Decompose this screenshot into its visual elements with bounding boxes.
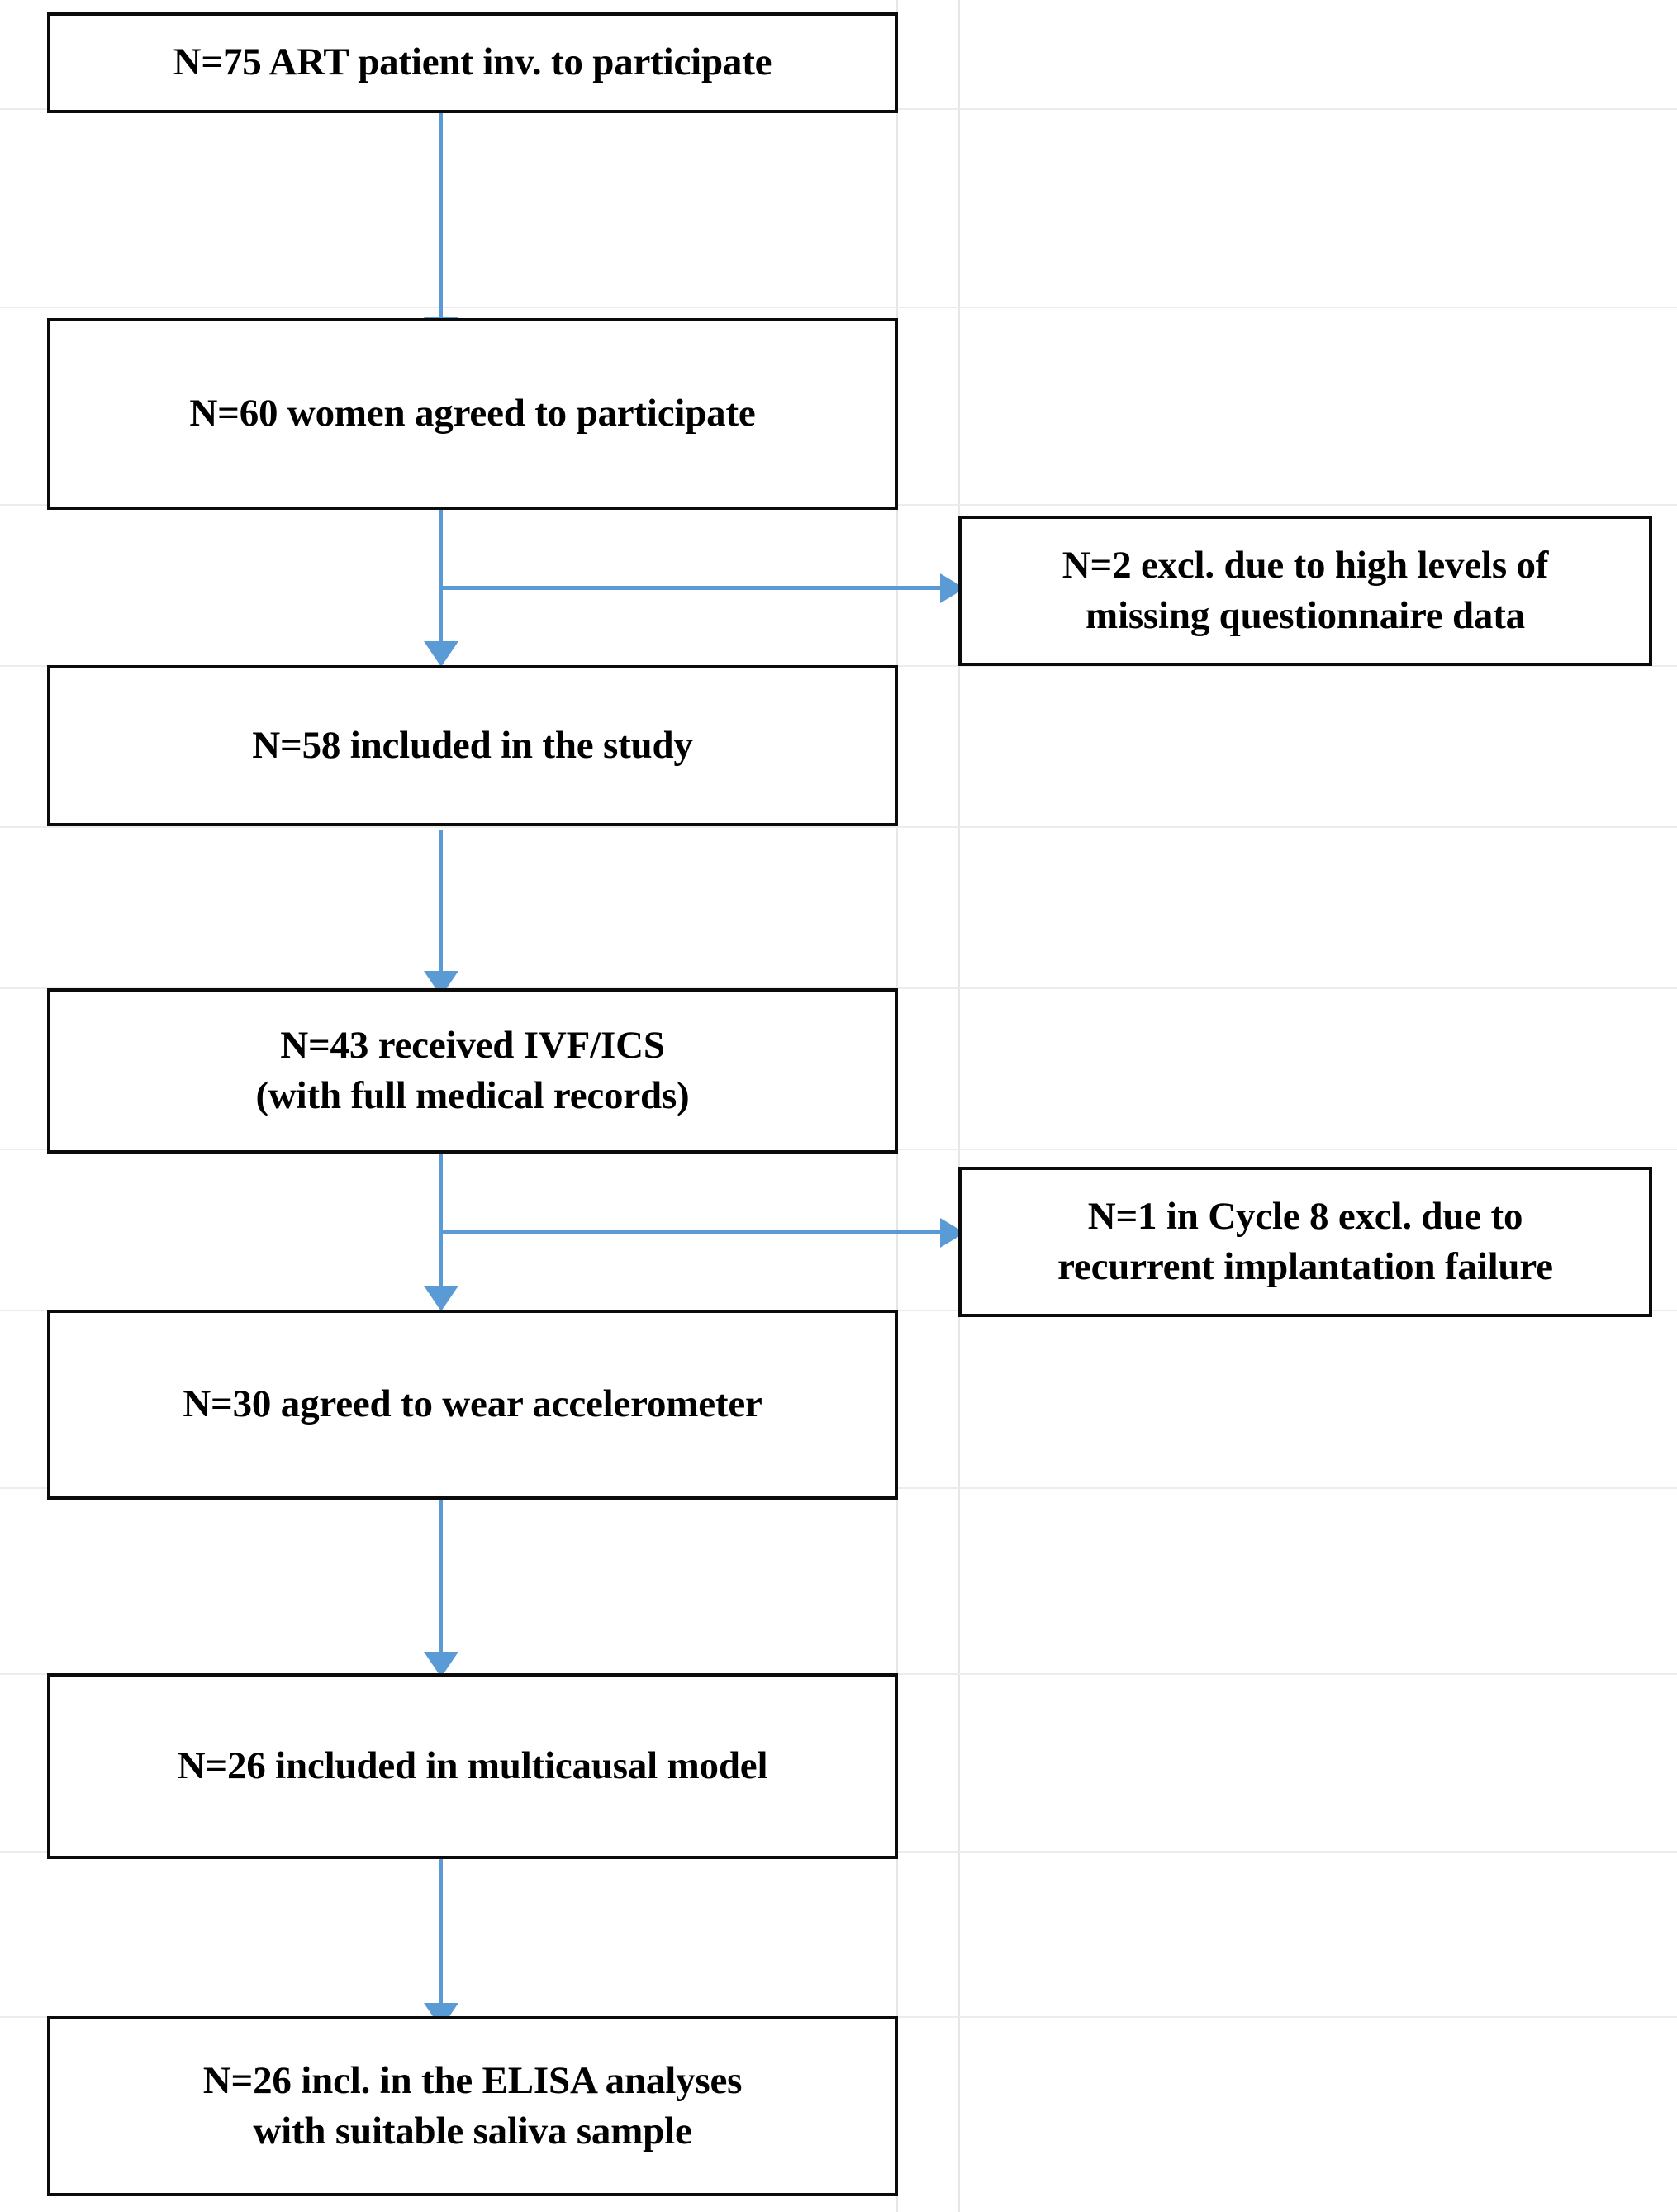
flow-node-n3[interactable]: N=58 included in the study <box>47 665 898 826</box>
flow-node-n6[interactable]: N=26 included in multicausal model <box>47 1673 898 1859</box>
flow-node-exclusion-x1-line1: N=2 excl. due to high levels of <box>1062 543 1549 587</box>
connector-n2-n3-line <box>439 508 443 657</box>
flow-node-n3-line1: N=58 included in the study <box>252 723 693 767</box>
connector-n5-n6-line <box>439 1496 443 1653</box>
flow-node-exclusion-x1-line2: missing questionnaire data <box>1086 594 1525 637</box>
flow-node-n4-line2: (with full medical records) <box>255 1074 690 1117</box>
gridline-vertical <box>958 0 960 2212</box>
gridline-horizontal <box>0 826 1677 828</box>
flow-node-n5-line1: N=30 agreed to wear accelerometer <box>183 1382 762 1426</box>
flow-node-n2-line1: N=60 women agreed to participate <box>189 392 756 435</box>
connector-n2-n3-arrowhead <box>424 641 458 667</box>
flow-node-n1-line1: N=75 ART patient inv. to participate <box>173 40 772 84</box>
flow-node-n1[interactable]: N=75 ART patient inv. to participate <box>47 12 898 113</box>
connector-n4-n5-arrowhead <box>424 1286 458 1311</box>
flow-node-n4[interactable]: N=43 received IVF/ICS (with full medical… <box>47 988 898 1154</box>
connector-n6-n7-line <box>439 1855 443 2008</box>
connector-n4-x2-line <box>439 1230 943 1234</box>
connector-n3-n4-line <box>439 830 443 971</box>
flow-node-exclusion-x2-line2: recurrent implantation failure <box>1057 1245 1553 1288</box>
connector-n4-n5-line <box>439 1153 443 1301</box>
flow-node-n5[interactable]: N=30 agreed to wear accelerometer <box>47 1310 898 1500</box>
gridline-horizontal <box>0 307 1677 308</box>
flow-node-n6-line1: N=26 included in multicausal model <box>177 1743 768 1787</box>
flow-node-n7-line2: with suitable saliva sample <box>253 2110 692 2153</box>
connector-n1-n2-line <box>439 111 443 317</box>
flow-node-exclusion-x1[interactable]: N=2 excl. due to high levels of missing … <box>958 516 1652 666</box>
flow-node-n7[interactable]: N=26 incl. in the ELISA analyses with su… <box>47 2016 898 2196</box>
connector-n5-n6-arrowhead <box>424 1652 458 1677</box>
flow-node-n2[interactable]: N=60 women agreed to participate <box>47 318 898 510</box>
flow-node-n7-line1: N=26 incl. in the ELISA analyses <box>202 2058 743 2102</box>
connector-n2-x1-line <box>439 586 943 590</box>
flow-node-exclusion-x2-line1: N=1 in Cycle 8 excl. due to <box>1087 1194 1523 1238</box>
flow-node-n4-line1: N=43 received IVF/ICS <box>280 1023 665 1067</box>
flow-node-exclusion-x2[interactable]: N=1 in Cycle 8 excl. due to recurrent im… <box>958 1167 1652 1317</box>
